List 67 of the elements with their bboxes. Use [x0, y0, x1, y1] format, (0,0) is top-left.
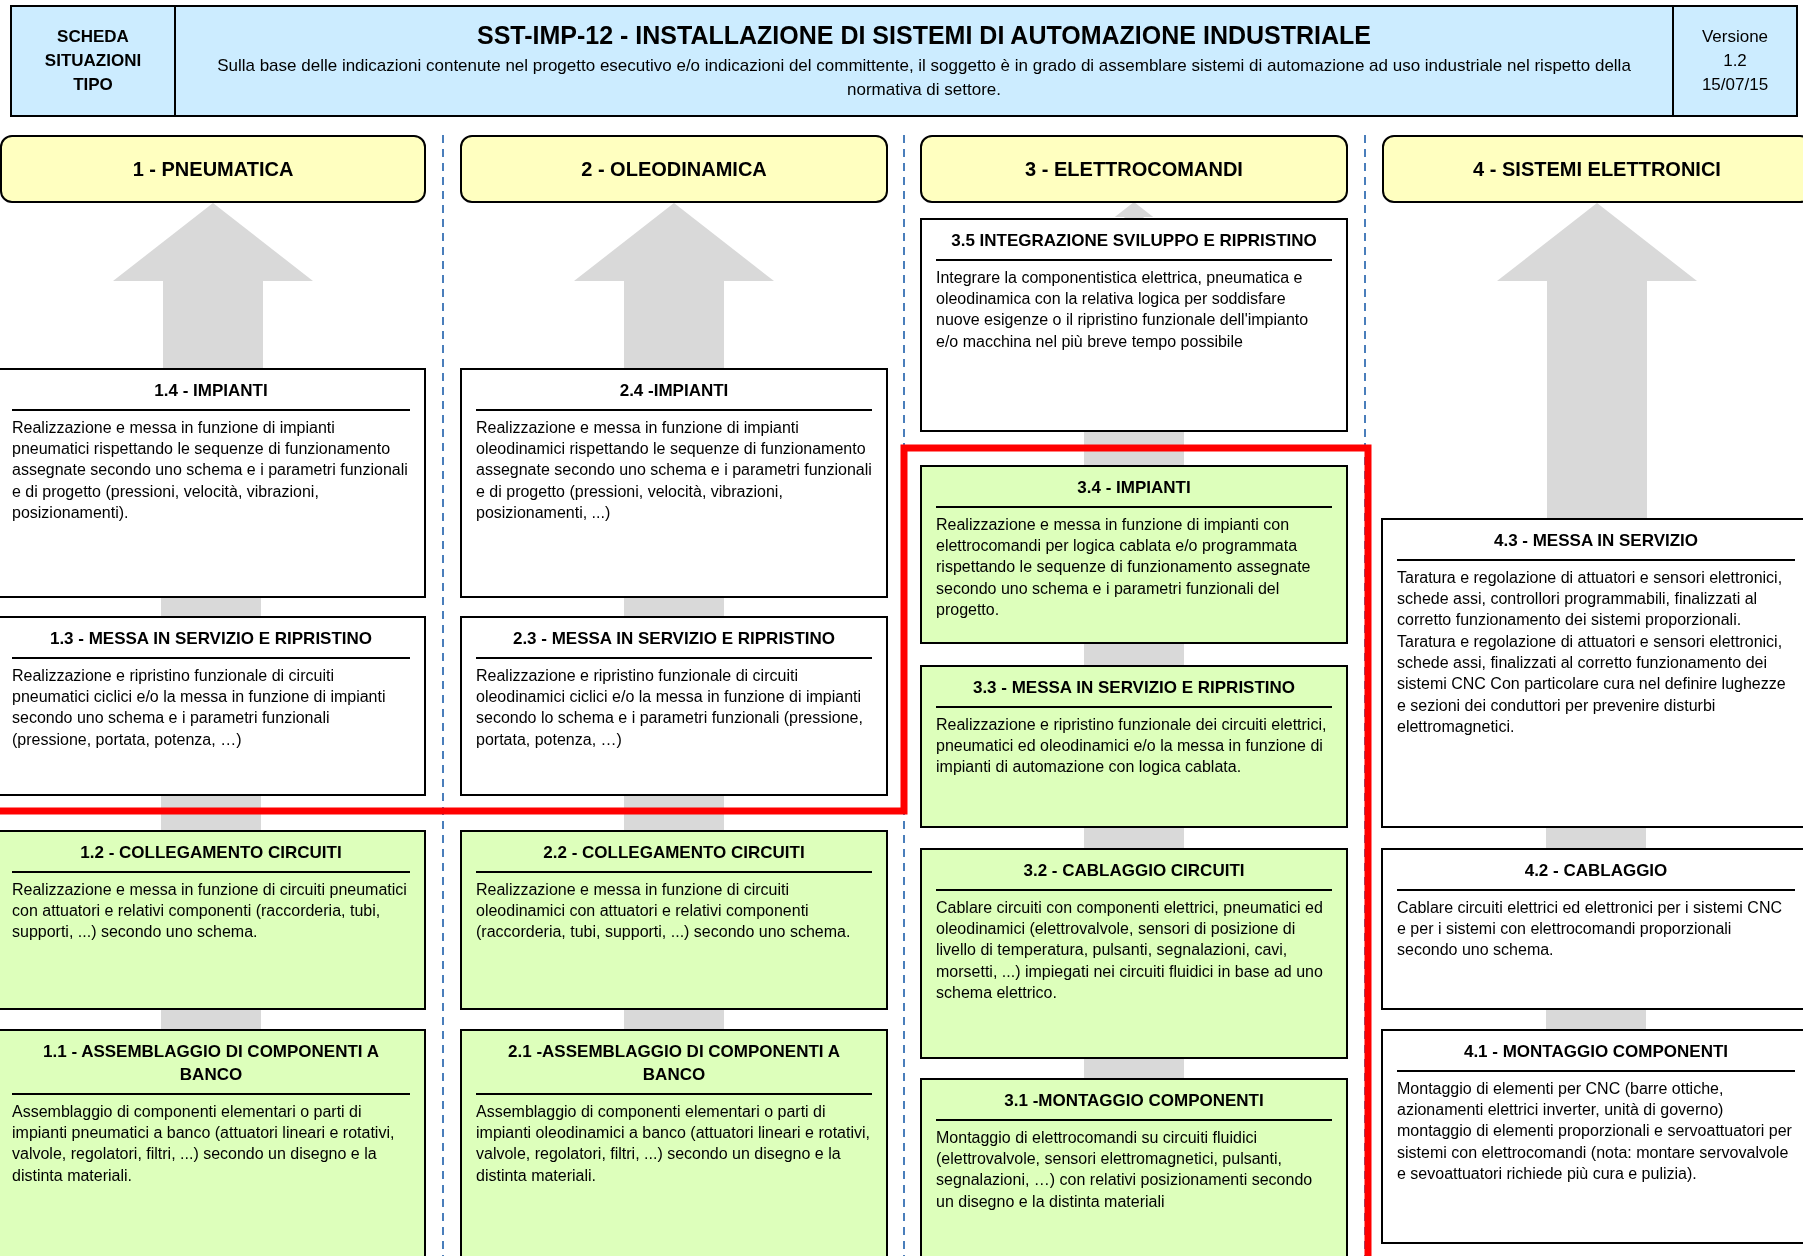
box-heading: 2.3 - MESSA IN SERVIZIO E RIPRISTINO	[476, 618, 872, 659]
box-heading: 3.4 - IMPIANTI	[936, 467, 1332, 508]
box-heading: 4.3 - MESSA IN SERVIZIO	[1397, 520, 1795, 561]
box-heading: 2.1 -ASSEMBLAGGIO DI COMPONENTI A BANCO	[476, 1031, 872, 1095]
competence-box	[1381, 848, 1803, 1010]
competence-box	[920, 465, 1348, 644]
box-heading: 1.2 - COLLEGAMENTO CIRCUITI	[12, 832, 410, 873]
column-title: 4 - SISTEMI ELETTRONICI	[1473, 157, 1721, 181]
progression-arrow	[113, 203, 313, 368]
competence-box	[0, 616, 426, 796]
competence-box	[920, 1078, 1348, 1256]
box-description: Realizzazione e messa in funzione di impianti pneumatici rispettando le sequenze di funzionamento assegnate secondo uno schema e i parametri funzionali e di progetto (pressioni, velocità, vibrazioni, posizionamenti).	[11, 417, 409, 523]
box-heading: 4.1 - MONTAGGIO COMPONENTI	[1397, 1031, 1795, 1072]
competence-box	[460, 616, 888, 796]
box-heading: 3.2 - CABLAGGIO CIRCUITI	[936, 850, 1332, 891]
competence-box	[1381, 518, 1803, 828]
progression-arrow	[1497, 203, 1697, 518]
progression-arrow	[1114, 202, 1154, 218]
column-title: 3 - ELETTROCOMANDI	[1025, 157, 1243, 181]
competence-box	[920, 665, 1348, 828]
document-title: SST-IMP-12 - INSTALLAZIONE DI SISTEMI DI AUTOMAZIONE INDUSTRIALE	[477, 20, 1371, 50]
box-description: Realizzazione e ripristino funzionale di circuiti oleodinamici ciclici e/o la messa in funzione di impianti secondo lo schema e i parametri funzionali (pressione, portata, potenza, …)	[475, 665, 864, 750]
version-info: Versione 1.2 15/07/15	[1700, 26, 1770, 96]
box-description: Realizzazione e messa in funzione di circuiti pneumatici con attuatori e relativi componenti (raccorderia, tubi, supporti, ...) secondo uno schema.	[11, 879, 408, 943]
box-description: Cablare circuiti con componenti elettrici, pneumatici ed oleodinamici (elettrovalvole, sensori di posizione di livello di temperatura, pulsanti, segnalazioni, cavi, morsetti, ...) impiegati nei circuiti fluidici in base ad uno schema elettrico.	[935, 897, 1324, 1003]
header-cell	[174, 5, 1674, 117]
competence-box	[0, 830, 426, 1010]
box-description: Assemblaggio di componenti elementari o parti di impianti pneumatici a banco (attuatori lineari e rotativi, valvole, regolatori, filtri, ...) secondo un disegno e la distinta materiali.	[11, 1101, 396, 1186]
box-heading: 4.2 - CABLAGGIO	[1397, 850, 1795, 891]
box-description: Assemblaggio di componenti elementari o parti di impianti oleodinamici a banco (attuatori lineari e rotativi, valvole, regolatori, filtri, ...) secondo un disegno e la distinta materiali.	[475, 1101, 871, 1186]
box-description: Cablare circuiti elettrici ed elettronici per i sistemi CNC e per i sistemi con elettrocomandi proporzionali secondo uno schema.	[1396, 897, 1783, 961]
column-title: 1 - PNEUMATICA	[132, 157, 294, 181]
box-heading: 2.4 -IMPIANTI	[476, 370, 872, 411]
box-description: Realizzazione e ripristino funzionale dei circuiti elettrici, pneumatici ed oleodinamici e/o la messa in funzione di impianti di automazione con logica cablata.	[935, 714, 1328, 778]
competence-box	[460, 368, 888, 598]
competence-box	[460, 830, 888, 1010]
column-header	[0, 135, 426, 203]
competence-box	[0, 1029, 426, 1256]
header-cell	[10, 5, 176, 117]
competence-box	[1381, 1029, 1803, 1244]
competence-box	[920, 848, 1348, 1059]
box-heading: 1.1 - ASSEMBLAGGIO DI COMPONENTI A BANCO	[12, 1031, 410, 1095]
box-heading: 1.4 - IMPIANTI	[12, 370, 410, 411]
header-label: SCHEDA SITUAZIONI TIPO	[43, 26, 143, 96]
competence-box	[0, 368, 426, 598]
box-description: Realizzazione e messa in funzione di impianti oleodinamici rispettando le sequenze di funzionamento assegnate secondo uno schema e i parametri funzionali e di progetto (pressioni, velocità, vibrazioni, posizionamenti, ...)	[475, 417, 873, 523]
box-heading: 3.5 INTEGRAZIONE SVILUPPO E RIPRISTINO	[936, 220, 1332, 261]
progression-arrow	[574, 203, 774, 368]
box-description: Realizzazione e ripristino funzionale di circuiti pneumatici ciclici e/o la messa in funzione di impianti secondo uno schema e i parametri funzionali (pressione, portata, potenza, …)	[11, 665, 387, 750]
header-cell	[1672, 5, 1798, 117]
box-description: Realizzazione e messa in funzione di circuiti oleodinamici con attuatori e relativi componenti (raccorderia, tubi, supporti, ...) secondo uno schema.	[475, 879, 852, 943]
box-description: Realizzazione e messa in funzione di impianti con elettrocomandi per logica cablata e/o programmata rispettando le sequenze di funzionamento assegnate secondo uno schema e i parametri funzionali del progetto.	[935, 514, 1312, 620]
column-header	[1382, 135, 1803, 203]
column-title: 2 - OLEODINAMICA	[581, 157, 767, 181]
column-header	[920, 135, 1348, 203]
box-description: Montaggio di elementi per CNC (barre ottiche, azionamenti elettrici inverter, unità di governo) montaggio di elementi proporzionali e servoattuatori per sistemi con elettrocomandi (nota: montare servovalvole e sevoattuatori richiede più cura e pulizia).	[1396, 1078, 1793, 1184]
box-heading: 1.3 - MESSA IN SERVIZIO E RIPRISTINO	[12, 618, 410, 659]
box-heading: 3.3 - MESSA IN SERVIZIO E RIPRISTINO	[936, 667, 1332, 708]
box-description: Montaggio di elettrocomandi su circuiti fluidici (elettrovalvole, sensori elettromagnetici, pulsanti, segnalazioni, …) con relativi posizionamenti secondo un disegno e la distinta materiali	[935, 1127, 1314, 1212]
competence-box	[920, 218, 1348, 432]
competence-box	[460, 1029, 888, 1256]
box-description: Integrare la componentistica elettrica, pneumatica e oleodinamica con la relativa logica per soddisfare nuove esigenze o il ripristino funzionale dell'impianto e/o macchina nel più breve tempo possibile	[935, 267, 1310, 352]
box-description: Taratura e regolazione di attuatori e sensori elettronici, schede assi, controllori programmabili, finalizzati al corretto funzionamento dei sistemi proporzionali. Taratura e regolazione di attuatori e sensori elettronici, schede assi, finalizzati al corretto funzionamento dei sistemi CNC Con particolare cura nel definire lughezze e sezioni dei conduttori per prevenire disturbi elettromagnetici.	[1396, 567, 1787, 737]
column-header	[460, 135, 888, 203]
box-heading: 3.1 -MONTAGGIO COMPONENTI	[936, 1080, 1332, 1121]
box-heading: 2.2 - COLLEGAMENTO CIRCUITI	[476, 832, 872, 873]
description-text: Sulla base delle indicazioni contenute nel progetto esecutivo e/o indicazioni del committente, il soggetto è in grado di assemblare sistemi di automazione ad uso industriale nel rispetto della normativa di settore.	[216, 54, 1632, 101]
